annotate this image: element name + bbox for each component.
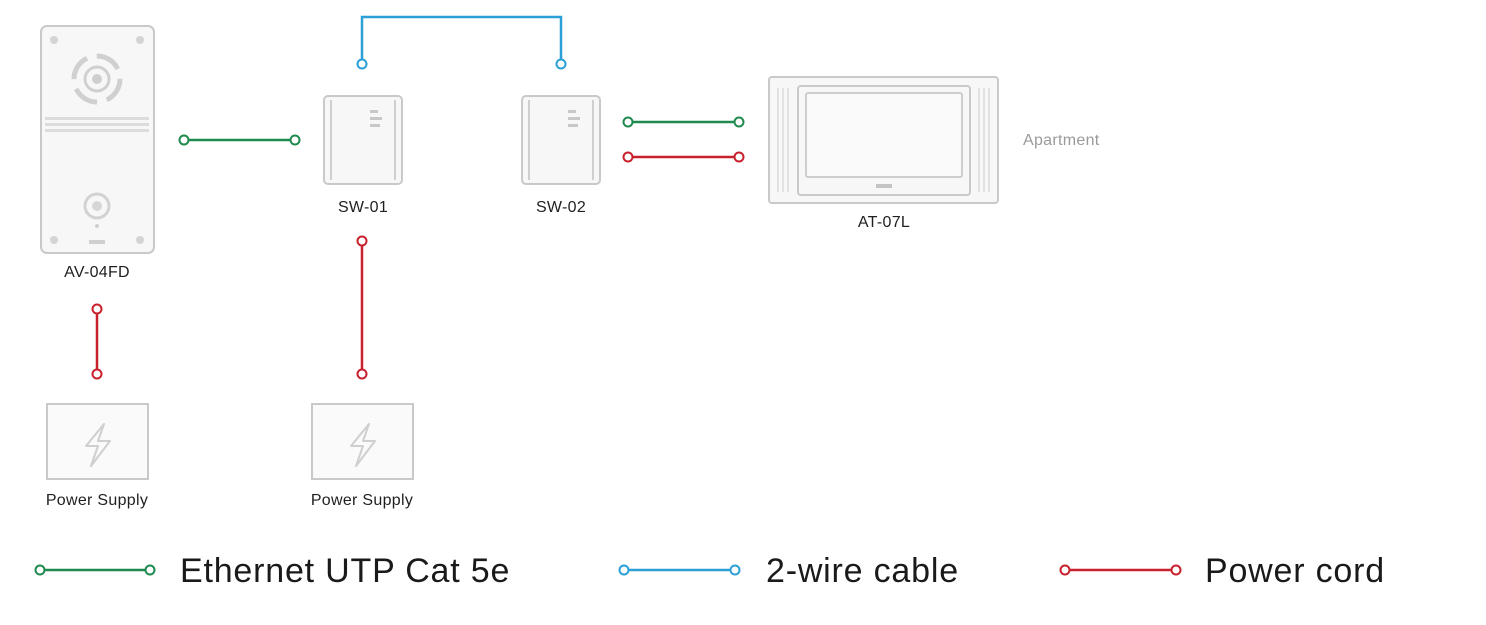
legend-power-swatch <box>1059 564 1182 576</box>
legend-2wire-swatch <box>618 564 741 576</box>
connector-power-sw02-monitor <box>622 151 745 163</box>
connector-ethernet-doorstation-sw01 <box>178 134 301 146</box>
connector-power-sw01-psu <box>356 235 368 380</box>
legend: Ethernet UTP Cat 5e 2-wire cable Power c… <box>34 552 1385 590</box>
apartment-label: Apartment <box>1023 132 1100 149</box>
legend-2wire-label: 2-wire cable <box>766 552 959 590</box>
monitor-label: AT-07L <box>858 214 910 231</box>
legend-ethernet-swatch <box>34 564 156 576</box>
lightning-bolt-icon <box>350 423 376 467</box>
switch-1-label: SW-01 <box>338 199 388 216</box>
power-supply-1-label: Power Supply <box>46 492 148 509</box>
switch-1-icon <box>323 95 403 185</box>
lightning-bolt-icon <box>85 423 111 467</box>
connector-2wire-sw01-sw02 <box>356 15 567 70</box>
switch-2-icon <box>521 95 601 185</box>
power-supply-1-icon <box>46 403 149 480</box>
door-station-icon <box>40 25 155 254</box>
connector-power-doorstation-psu <box>91 303 103 380</box>
switch-2-label: SW-02 <box>536 199 586 216</box>
power-supply-2-label: Power Supply <box>311 492 413 509</box>
legend-ethernet-label: Ethernet UTP Cat 5e <box>180 552 510 590</box>
door-station-label: AV-04FD <box>64 264 130 281</box>
power-supply-2-icon <box>311 403 414 480</box>
monitor-icon <box>768 76 999 204</box>
legend-power-label: Power cord <box>1205 552 1385 590</box>
connector-ethernet-sw02-monitor <box>622 116 745 128</box>
